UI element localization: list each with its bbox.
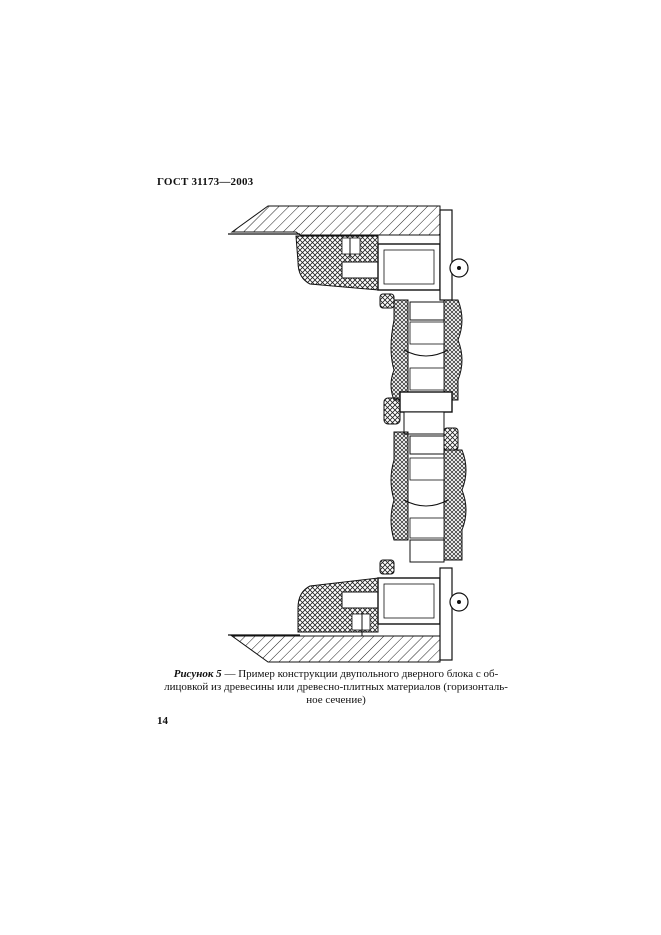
top-wall bbox=[228, 205, 441, 236]
bottom-frame bbox=[377, 567, 469, 661]
caption-dash: — bbox=[221, 668, 239, 680]
figure-label: Рисунок 5 bbox=[173, 668, 222, 680]
caption-line-1: Пример конструкции двупольного дверного … bbox=[238, 668, 499, 680]
door-leaf-upper bbox=[379, 293, 463, 401]
page-number: 14 bbox=[157, 715, 168, 727]
standard-header: ГОСТ 31173—2003 bbox=[157, 176, 254, 188]
door-leaf-lower bbox=[379, 431, 467, 575]
caption-line-2: лицовкой из древесины или древесно-плитн… bbox=[164, 681, 508, 693]
bottom-trim bbox=[297, 577, 379, 636]
door-block-section-drawing bbox=[228, 205, 469, 663]
top-trim bbox=[295, 235, 379, 291]
meeting-stile bbox=[383, 391, 459, 451]
bottom-wall bbox=[228, 634, 441, 663]
figure-caption: Рисунок 5 — Пример конструкции двупольно… bbox=[150, 668, 522, 707]
caption-line-3: ное сечение) bbox=[306, 694, 366, 706]
